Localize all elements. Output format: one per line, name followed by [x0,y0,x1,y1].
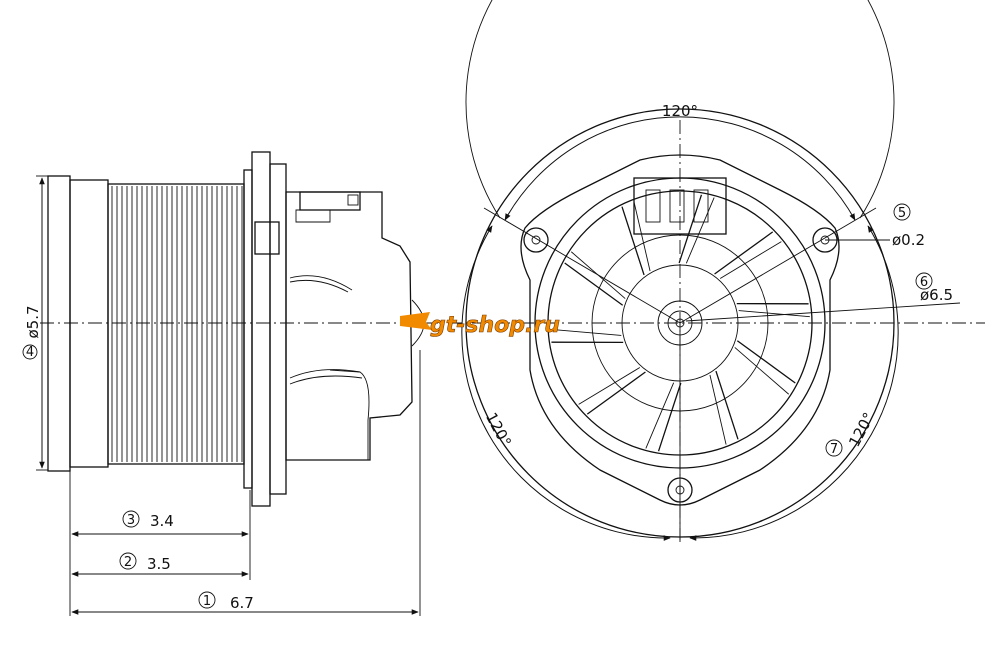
housing-spoke [657,382,682,452]
mounting-flange-inner [269,163,287,495]
marker-4: 4 [26,345,34,360]
marker-5: 5 [898,206,906,221]
marker-circle-1 [198,591,216,609]
wheel-left-flange [47,175,71,472]
angle-label-right: 120° [845,409,878,449]
wire-lower-b [289,375,363,385]
housing-plate-outer [243,169,253,489]
housing-spoke-edge [709,374,727,445]
housing-spoke-edge [685,197,715,264]
connector-slot-3 [693,189,709,223]
connector-slot-2 [669,189,685,223]
watermark-flame [400,312,432,330]
wheel-rim [69,179,109,468]
angle-label-left: 120° [482,409,515,449]
angle-arc-top [504,116,856,221]
angle-label-top: 120° [662,102,698,120]
flange-tab [254,221,280,255]
marker-2: 2 [124,555,132,570]
marker-3: 3 [127,513,135,528]
fan-wheel-fins [111,186,243,462]
dim-value-3: 3.4 [150,512,174,530]
angle-arc-left [461,225,671,541]
marker-6: 6 [920,275,928,290]
motor-can-edge [329,369,370,460]
front-view: 120° 120° 120° 5 ø0.2 6 ø6.5 7 [461,0,961,545]
angle-arc-right [689,225,899,541]
radial-line-right [679,207,877,324]
marker-1: 1 [203,594,211,609]
motor-housing [285,191,413,461]
connector-latch [295,209,331,223]
marker-circle-3 [122,510,140,528]
wire-lower [289,369,361,379]
marker-circle-2 [119,552,137,570]
housing-spoke [678,194,703,264]
watermark-text: gt-shop.ru [430,313,560,338]
connector-pin [347,194,359,206]
motor-connector [633,177,727,235]
housing-spoke [586,371,646,415]
housing-spoke-edge [645,382,675,449]
housing-spoke-edge [550,328,622,336]
mount-hole-left [523,227,549,253]
outer-arc-top [465,0,895,219]
wire-upper [289,275,353,291]
mounting-flange [251,151,271,507]
fan-wheel-body [107,183,245,465]
radial-line-left [483,207,681,324]
dim-value-4: ø5.7 [24,305,42,338]
watermark-logo: gt-shop.ru [400,312,560,338]
side-view: 4 ø5.7 3 3.4 2 3.5 1 6.7 [22,151,985,616]
marker-circle-7 [825,439,843,457]
dim-value-1: 6.7 [230,594,254,612]
dim-value-2: 3.5 [147,555,171,573]
housing-spoke-edge [633,201,651,272]
marker-circle-6 [915,272,933,290]
housing-spoke [714,231,774,275]
connector-slot-1 [645,189,661,223]
leader-6 [685,302,961,322]
housing-spoke [736,340,796,384]
marker-circle-5 [893,203,911,221]
callout-value-6: ø6.5 [920,286,953,304]
callout-value-5: ø0.2 [892,231,925,249]
marker-7: 7 [830,442,838,457]
housing-spoke [715,370,739,440]
marker-circle-4 [22,344,38,360]
housing-spoke [621,206,645,276]
wire-upper-b [289,279,349,293]
